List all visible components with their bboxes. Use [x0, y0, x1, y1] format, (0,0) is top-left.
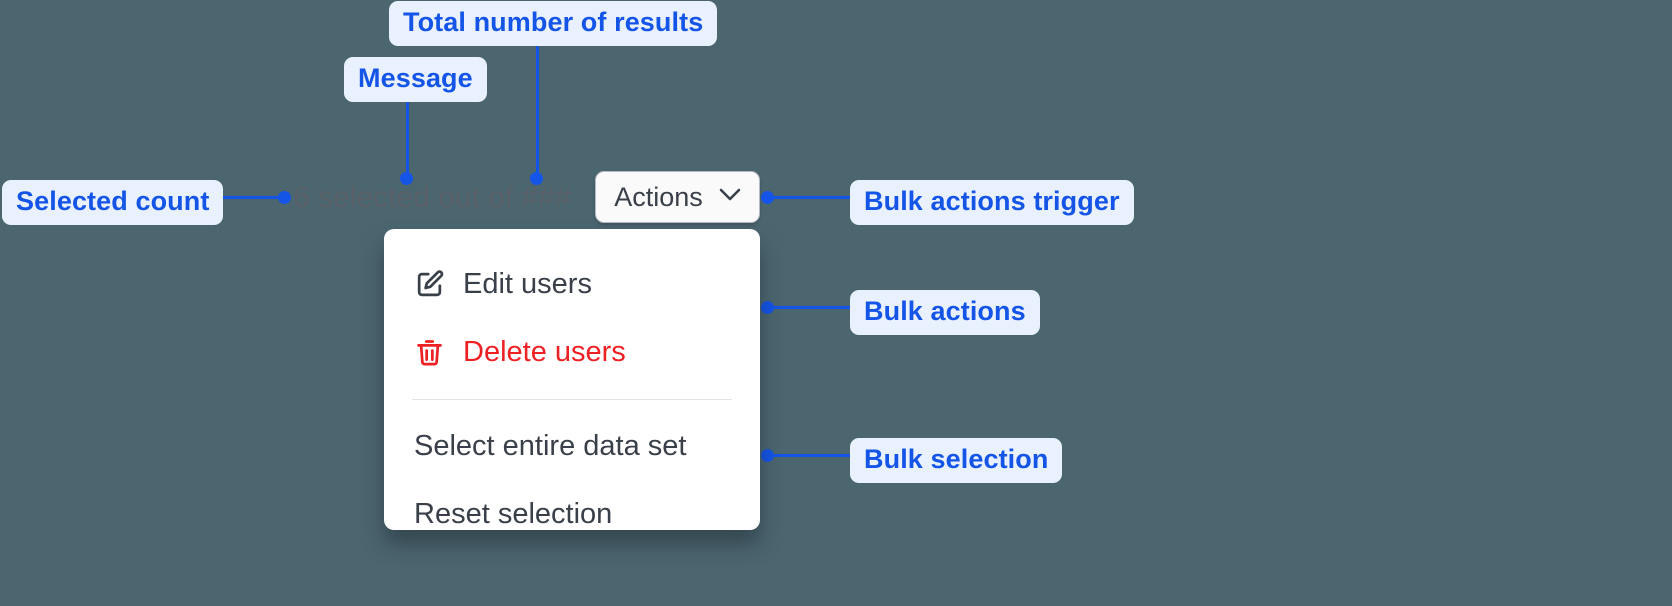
- menu-item-reset-selection[interactable]: Reset selection: [384, 480, 760, 548]
- connector-bulk-actions-dot: [761, 301, 774, 314]
- menu-item-delete-users[interactable]: Delete users: [384, 318, 760, 386]
- callout-selected-count: Selected count: [2, 180, 224, 226]
- callout-total-number-of-results: Total number of results: [389, 1, 718, 47]
- trash-icon: [414, 337, 445, 368]
- connector-message-line: [406, 92, 409, 179]
- chevron-down-icon: [719, 188, 741, 207]
- bulk-actions-menu: Edit users Delete users Select entire da…: [384, 229, 760, 530]
- bulk-actions-trigger-button[interactable]: Actions: [595, 171, 760, 223]
- connector-bulk-selection-dot: [761, 449, 774, 462]
- menu-item-reset-selection-label: Reset selection: [414, 497, 613, 530]
- menu-item-select-entire-data-set[interactable]: Select entire data set: [384, 412, 760, 480]
- menu-item-edit-users[interactable]: Edit users: [384, 250, 760, 318]
- menu-item-edit-users-label: Edit users: [463, 267, 592, 300]
- connector-bulk-actions-line: [767, 306, 853, 309]
- callout-bulk-selection: Bulk selection: [850, 438, 1063, 484]
- bulk-actions-trigger-label: Actions: [614, 181, 703, 212]
- connector-total-results-line: [536, 40, 539, 179]
- callout-bulk-actions: Bulk actions: [850, 290, 1040, 336]
- menu-divider: [412, 399, 732, 400]
- menu-item-select-entire-data-set-label: Select entire data set: [414, 429, 687, 462]
- edit-square-icon: [414, 269, 445, 300]
- connector-selected-count-line: [201, 196, 287, 199]
- callout-message: Message: [344, 57, 487, 103]
- connector-bulk-actions-trigger-dot: [761, 191, 774, 204]
- menu-item-delete-users-label: Delete users: [463, 335, 626, 368]
- connector-bulk-selection-line: [767, 454, 853, 457]
- connector-total-results-dot: [530, 172, 543, 185]
- connector-message-dot: [400, 172, 413, 185]
- connector-bulk-actions-trigger-line: [767, 196, 853, 199]
- callout-bulk-actions-trigger: Bulk actions trigger: [850, 180, 1134, 226]
- connector-selected-count-dot: [278, 191, 291, 204]
- selection-message: 6 selected out of ###: [293, 181, 572, 214]
